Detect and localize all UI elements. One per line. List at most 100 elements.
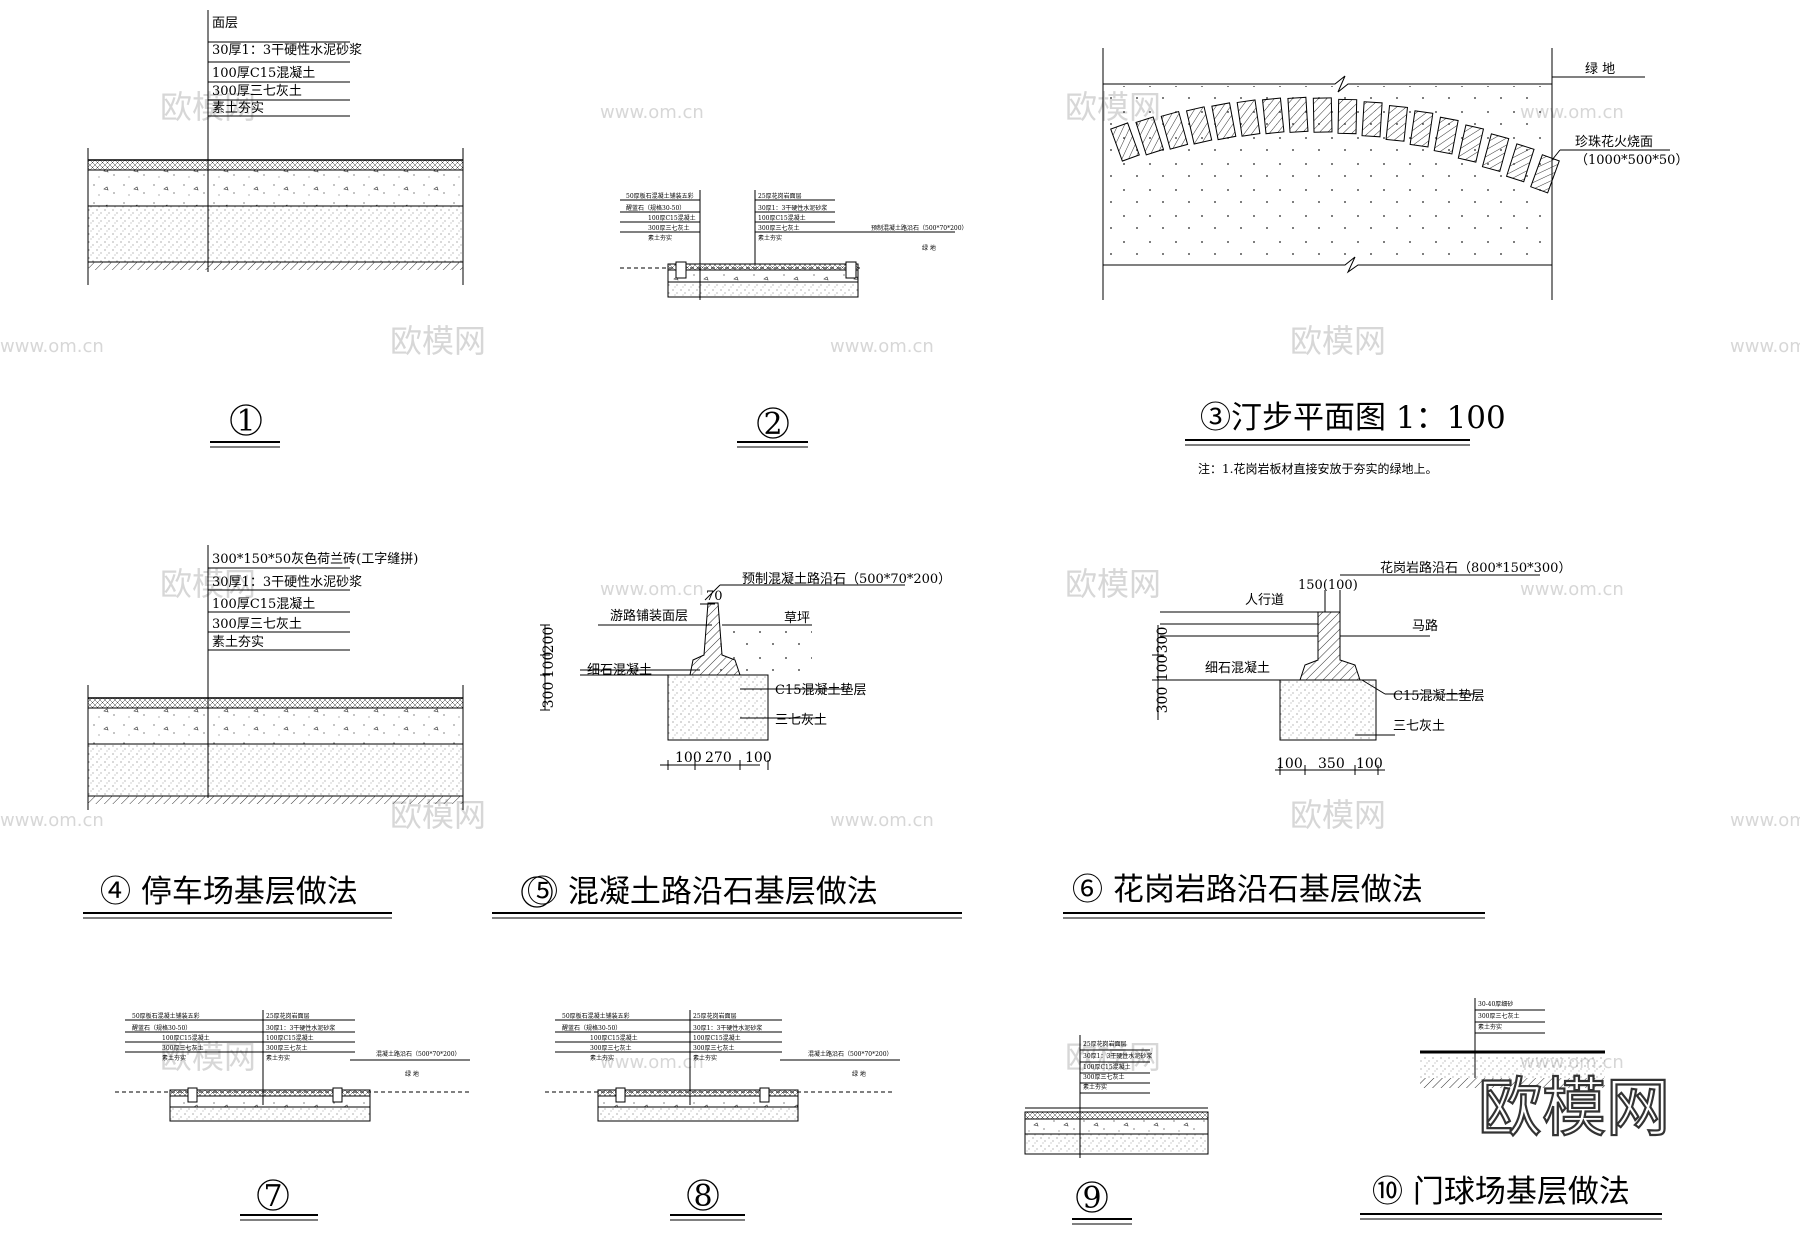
detail-6: [1152, 574, 1540, 775]
green-label: 绿 地: [922, 244, 936, 252]
fine-concrete-label: 细石混凝土: [587, 662, 652, 678]
layer-label: 醒蓝石（规格30-50）: [626, 204, 685, 212]
layer-label: 25厚花岗岩面层: [266, 1012, 310, 1020]
detail-4: [87, 545, 464, 810]
detail-7-labels: 50厚板石混凝土铺装五彩 醒蓝石（规格30-50） 100厚C15混凝土 300…: [132, 1012, 461, 1221]
stone-size-label: （1000*500*50）: [1575, 153, 1688, 168]
layer-label: 50厚板石混凝土铺装五彩: [562, 1012, 630, 1020]
layer-label: 300厚三七灰土: [1478, 1012, 1519, 1020]
layer-label: 面层: [212, 16, 238, 31]
c15-label: C15混凝土垫层: [775, 682, 867, 698]
dimension-label: 70: [706, 589, 723, 604]
green-label: 绿 地: [1585, 62, 1615, 77]
detail-7: [115, 1010, 470, 1122]
green-label: 绿 地: [405, 1070, 419, 1078]
dimension-label: 100: [1155, 655, 1171, 682]
stepping-stone: [1433, 116, 1459, 155]
detail-number: 9: [1082, 1181, 1101, 1216]
layer-label: 50厚板石混凝土铺装五彩: [626, 192, 694, 200]
stepping-stone: [1261, 97, 1285, 135]
layer-label: 100厚C15混凝土: [212, 596, 315, 612]
stepping-stone: [1505, 143, 1535, 183]
detail-1-labels: 面层 30厚1：3干硬性水泥砂浆 100厚C15混凝土 300厚三七灰土 素土夯…: [210, 16, 362, 448]
layer-label: 300厚三七灰土: [212, 84, 302, 99]
detail-number: 1: [236, 404, 255, 439]
detail-6-labels: 花岗岩路沿石（800*150*300） 150(100) 人行道 马路 细石混凝…: [1063, 560, 1571, 919]
stepping-stone: [1457, 124, 1485, 163]
dimension-label: 150(100): [1298, 578, 1358, 593]
detail-2-labels: 50厚板石混凝土铺装五彩 醒蓝石（规格30-50） 100厚C15混凝土 300…: [626, 192, 968, 448]
detail-title: ⑥ 花岗岩路沿石基层做法: [1072, 872, 1423, 908]
layer-label: 30厚1：3干硬性水泥砂浆: [1083, 1052, 1152, 1060]
watermark-url: www.om.cn: [600, 1052, 704, 1073]
stepping-stone: [1481, 133, 1510, 173]
layer-label: 30厚1：3干硬性水泥砂浆: [693, 1024, 762, 1032]
detail-10: [1420, 998, 1605, 1088]
layer-label: 100厚C15混凝土: [693, 1034, 741, 1042]
stepping-stone: [1337, 98, 1358, 135]
green-label: 绿 地: [852, 1070, 866, 1078]
watermark-url: www.om.cn: [1730, 336, 1800, 357]
dimension-label: 200: [541, 627, 557, 654]
dimension-label: 270: [705, 750, 732, 766]
layer-label: 素土夯实: [590, 1054, 614, 1062]
layer-label: 300厚三七灰土: [1083, 1073, 1124, 1081]
dimension-label: 300: [1155, 627, 1171, 654]
dimension-label: 300: [541, 682, 557, 709]
layer-label: 素土夯实: [212, 635, 264, 650]
dimension-label: 100: [541, 652, 557, 679]
layer-label: 30厚1：3干硬性水泥砂浆: [212, 43, 362, 58]
layer-label: 300厚三七灰土: [212, 617, 302, 632]
layer-label: 醒蓝石（规格30-50）: [562, 1024, 621, 1032]
watermark-text: 欧模网: [1065, 565, 1161, 603]
layer-label: 100厚C15混凝土: [648, 214, 696, 222]
layer-label: 300厚三七灰土: [266, 1044, 307, 1052]
layer-label: 300厚三七灰土: [162, 1044, 203, 1052]
detail-title: ⑤ 混凝土路沿石基层做法: [527, 874, 878, 910]
layer-label: 25厚花岗岩面层: [1083, 1040, 1127, 1048]
detail-4-labels: 300*150*50灰色荷兰砖(工字缝拼) 30厚1：3干硬性水泥砂浆 100厚…: [83, 551, 418, 919]
dimension-label: 300: [1155, 687, 1171, 714]
detail-8: [545, 1010, 900, 1122]
stepping-stone: [1211, 102, 1237, 141]
detail-title: ⑩ 门球场基层做法: [1372, 1174, 1630, 1210]
detail-3-labels: 绿 地 珍珠花火烧面 （1000*500*50） ③汀步平面图 1：100 注：…: [1185, 62, 1688, 476]
watermark-url: www.om.cn: [830, 336, 934, 357]
curb-label: 预制混凝土路沿石（500*70*200）: [742, 571, 951, 587]
lime-soil-label: 三七灰土: [775, 713, 827, 728]
layer-label: 100厚C15混凝土: [162, 1034, 210, 1042]
detail-title: ④ 停车场基层做法: [100, 874, 358, 910]
detail-number: 2: [763, 407, 782, 442]
layer-label: 50厚板石混凝土铺装五彩: [132, 1012, 200, 1020]
watermark-text: 欧模网: [1290, 322, 1386, 360]
layer-label: 30厚1：3干硬性水泥砂浆: [212, 575, 362, 590]
watermark-layer: 欧模网 www.om.cn 欧模网 www.om.cn www.om.cn 欧模…: [0, 88, 1800, 1076]
detail-2: [620, 190, 955, 300]
layer-label: 30-40厚细砂: [1478, 1000, 1513, 1008]
stepping-stone: [1530, 154, 1560, 194]
layer-label: 30厚1：3干硬性水泥砂浆: [266, 1024, 335, 1032]
note-text: 注：1.花岗岩板材直接安放于夯实的绿地上。: [1198, 461, 1437, 476]
watermark-url: www.om.cn: [830, 810, 934, 831]
layer-label: 素土夯实: [758, 234, 782, 242]
road-label: 马路: [1412, 618, 1438, 634]
watermark-url: www.om.cn: [600, 102, 704, 123]
stepping-stone: [1110, 122, 1140, 162]
dimension-label: 100: [1276, 756, 1303, 772]
layer-label: 素土夯实: [1083, 1083, 1107, 1091]
layer-label: 300厚三七灰土: [693, 1044, 734, 1052]
curb-label: 花岗岩路沿石（800*150*300）: [1380, 560, 1571, 576]
brand-logo: 欧模网: [1478, 1072, 1670, 1146]
watermark-text: 欧模网: [1290, 796, 1386, 834]
layer-label: 30厚1：3干硬性水泥砂浆: [758, 204, 827, 212]
layer-label: 300*150*50灰色荷兰砖(工字缝拼): [212, 551, 418, 567]
layer-label: 300厚三七灰土: [648, 224, 689, 232]
detail-1: [87, 10, 464, 285]
layer-label: 100厚C15混凝土: [212, 65, 315, 81]
layer-label: 100厚C15混凝土: [266, 1034, 314, 1042]
stepping-stone: [1385, 105, 1409, 142]
stepping-stone: [1287, 96, 1309, 133]
layer-label: 100厚C15混凝土: [758, 214, 806, 222]
detail-9: [1024, 1035, 1209, 1158]
